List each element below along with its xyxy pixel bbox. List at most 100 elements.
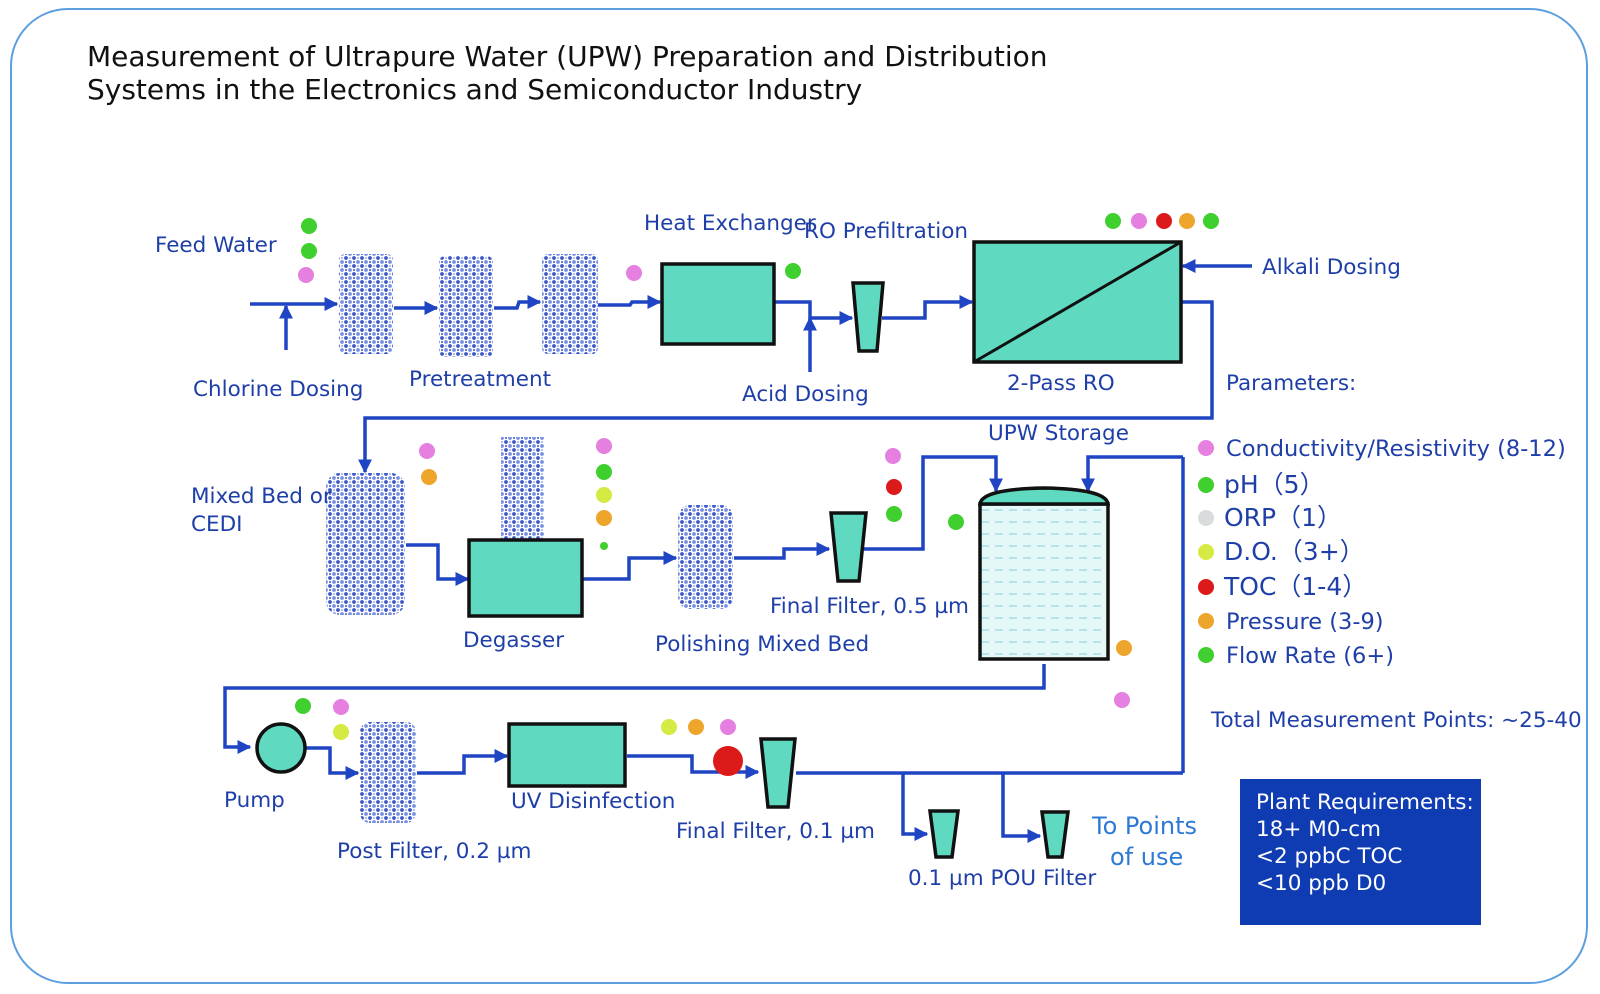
title-line-1: Measurement of Ultrapure Water (UPW) Pre…: [87, 40, 1048, 73]
measurement-dot: [886, 506, 902, 522]
two-pass-ro-label: 2-Pass RO: [1007, 371, 1115, 396]
measurement-dot: [298, 267, 314, 283]
legend-swatch: [1198, 440, 1214, 456]
measurement-dot: [785, 263, 801, 279]
measurement-dot: [1131, 213, 1147, 229]
final-filter-05-cartridge: [829, 511, 868, 583]
to-points-label-2: of use: [1110, 843, 1183, 871]
measurement-dot: [948, 514, 964, 530]
upw-storage-label: UPW Storage: [988, 421, 1129, 446]
measurement-dot: [1116, 640, 1132, 656]
pou-filter-label: 0.1 µm POU Filter: [908, 866, 1096, 891]
legend-item-toc: TOC（1-4）: [1198, 572, 1367, 601]
measurement-dot: [1156, 213, 1172, 229]
legend-swatch: [1198, 477, 1214, 493]
plant-requirements-box: Plant Requirements: 18+ M0-cm <2 ppbC TO…: [1240, 779, 1481, 925]
final-filter-01-cartridge: [759, 737, 797, 809]
uv-disinfection-box: [507, 722, 627, 788]
measurement-dot: [596, 438, 612, 454]
pump-label: Pump: [224, 788, 285, 813]
legend-item-orp: ORP（1）: [1198, 503, 1342, 532]
measurement-dot: [596, 510, 612, 526]
pretreatment-vessel-2: [439, 256, 493, 357]
measurement-dot: [333, 699, 349, 715]
legend-item-ph: pH（5）: [1198, 470, 1325, 499]
acid-dosing-label: Acid Dosing: [742, 382, 869, 407]
legend-label: pH（5）: [1224, 470, 1325, 499]
polishing-mixed-bed-label: Polishing Mixed Bed: [655, 632, 869, 657]
measurement-dot: [886, 479, 902, 495]
chlorine-dosing-label: Chlorine Dosing: [193, 377, 363, 402]
degasser-label: Degasser: [463, 628, 564, 653]
uv-disinfection-label: UV Disinfection: [511, 789, 675, 814]
heat-exchanger-label: Heat Exchanger: [644, 211, 816, 236]
legend-item-do: D.O.（3+）: [1198, 537, 1365, 566]
measurement-dot: [661, 719, 677, 735]
measurement-dot: [1203, 213, 1219, 229]
legend-swatch: [1198, 579, 1214, 595]
to-points-label-1: To Points: [1091, 812, 1197, 840]
pretreatment-vessel-3: [542, 254, 598, 354]
legend-swatch: [1198, 544, 1214, 560]
measurement-dot: [720, 719, 736, 735]
requirements-panel: [1240, 779, 1481, 925]
post-filter-vessel: [360, 722, 416, 823]
legend-label: Conductivity/Resistivity (8-12): [1226, 436, 1566, 462]
requirements-line-toc: <2 ppbC TOC: [1256, 844, 1402, 869]
measurement-dot: [295, 698, 311, 714]
legend-label: TOC（1-4）: [1223, 572, 1367, 601]
measurement-dot: [301, 218, 317, 234]
upw-storage-tank-lid: [977, 486, 1111, 506]
measurement-dot-large: [713, 746, 743, 776]
final-filter-05-label: Final Filter, 0.5 µm: [770, 594, 969, 619]
legend-item-pressure: Pressure (3-9): [1198, 609, 1384, 635]
row-2-pipes: [223, 455, 1185, 773]
legend-label: D.O.（3+）: [1224, 537, 1365, 566]
pretreatment-vessel-1: [339, 254, 393, 354]
requirements-title: Plant Requirements:: [1256, 790, 1474, 815]
measurement-dot: [596, 464, 612, 480]
legend-label: Pressure (3-9): [1226, 609, 1384, 635]
feed-water-label: Feed Water: [155, 233, 277, 258]
requirements-line-do: <10 ppb D0: [1256, 871, 1386, 896]
measurement-dot: [600, 542, 608, 550]
measurement-dot: [596, 487, 612, 503]
ro-prefiltration-label: RO Prefiltration: [804, 219, 968, 244]
measurement-dot: [1179, 213, 1195, 229]
pump-circle: [255, 722, 307, 774]
legend-item-flow-rate: Flow Rate (6+): [1198, 643, 1394, 669]
total-measurement-points: Total Measurement Points: ~25-40: [1210, 708, 1582, 733]
mixed-bed-vessel: [326, 473, 405, 615]
measurement-dot: [333, 724, 349, 740]
heat-exchanger-box: [660, 262, 776, 346]
ro-membrane-line: [973, 240, 1182, 364]
mixed-bed-label-2: CEDI: [191, 512, 243, 537]
pou-filter-cartridge-2: [1040, 810, 1070, 859]
upw-storage-tank: [978, 502, 1110, 661]
title-line-2: Systems in the Electronics and Semicondu…: [87, 73, 862, 106]
legend-label: ORP（1）: [1224, 503, 1342, 532]
parameters-label: Parameters:: [1226, 371, 1356, 396]
measurement-dot: [688, 719, 704, 735]
measurement-dot: [421, 469, 437, 485]
legend-swatch: [1198, 647, 1214, 663]
measurement-dot: [1105, 213, 1121, 229]
legend-swatch: [1198, 613, 1214, 629]
mixed-bed-label-1: Mixed Bed or: [191, 484, 332, 509]
degasser-box: [467, 538, 584, 618]
pretreatment-label: Pretreatment: [409, 367, 551, 392]
alkali-dosing-label: Alkali Dosing: [1262, 255, 1401, 280]
measurement-dot: [301, 243, 317, 259]
legend-label: Flow Rate (6+): [1226, 643, 1394, 669]
measurement-dot: [885, 448, 901, 464]
post-filter-label: Post Filter, 0.2 µm: [337, 839, 531, 864]
diagram-frame: [10, 8, 1588, 984]
pou-filter-cartridge-1: [928, 809, 960, 859]
parameter-legend: Conductivity/Resistivity (8-12) pH（5） OR…: [1198, 436, 1566, 669]
degasser-column: [501, 437, 544, 539]
ro-prefilter-cartridge: [851, 281, 885, 353]
requirements-line-resistivity: 18+ M0-cm: [1256, 817, 1381, 842]
measurement-dot: [419, 443, 435, 459]
final-filter-01-label: Final Filter, 0.1 µm: [676, 819, 875, 844]
